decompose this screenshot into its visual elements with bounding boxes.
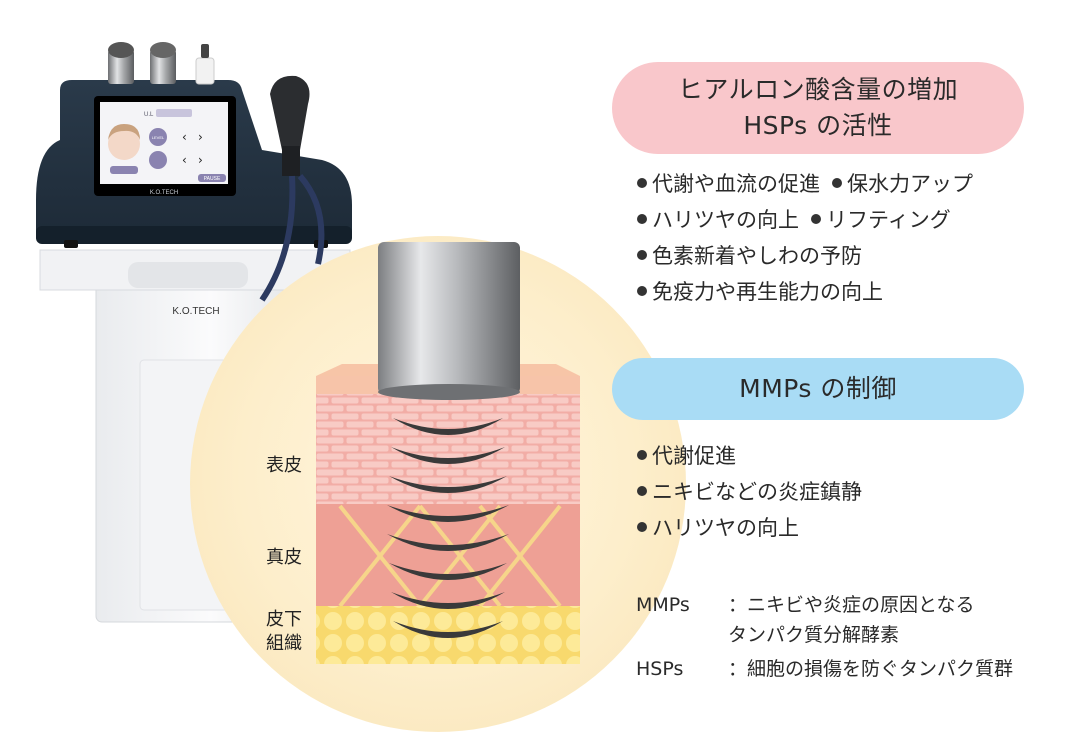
benefits-title-line1: ヒアルロン酸含量の増加 bbox=[677, 75, 959, 104]
energy-arcs bbox=[387, 418, 509, 638]
screen-arrow-right-icon: › bbox=[198, 130, 203, 144]
screen-pause-label: PAUSE bbox=[204, 176, 221, 182]
device-console: U.L LEVEL ‹ › ‹ › PAUSE K.O.TECH bbox=[36, 80, 352, 248]
screen-arrow-right-icon-2: › bbox=[198, 153, 203, 167]
mmps-title: MMPs の制御 bbox=[739, 374, 897, 403]
stand-brand-label: K.O.TECH bbox=[172, 306, 219, 317]
label-subcutaneous-line2: 組織 bbox=[266, 633, 302, 654]
rf-probe bbox=[378, 242, 520, 400]
mmps-title-pill: MMPs の制御 bbox=[612, 358, 1024, 420]
benefits-title-line2: HSPs の活性 bbox=[743, 111, 893, 140]
bullet-dot-icon bbox=[811, 214, 821, 224]
label-dermis: 真皮 bbox=[266, 547, 302, 568]
device-handpiece bbox=[259, 75, 325, 302]
bullet-dot-icon bbox=[637, 486, 647, 496]
energy-arc bbox=[387, 534, 509, 551]
bullet-dot-icon bbox=[637, 178, 647, 188]
device-probes bbox=[108, 42, 215, 85]
definition-mmps-line2: タンパク質分解酵素 bbox=[728, 624, 900, 646]
list-item: ハリツヤの向上 bbox=[637, 510, 862, 546]
definition-mmps: MMPs：ニキビや炎症の原因となる bbox=[636, 594, 975, 616]
epidermis-brick-layer bbox=[316, 394, 580, 504]
screen-arrow-left-icon: ‹ bbox=[182, 130, 187, 144]
energy-arc bbox=[391, 592, 505, 609]
bullet-dot-icon bbox=[637, 250, 647, 260]
label-epidermis: 表皮 bbox=[266, 455, 302, 476]
skin-cross-section bbox=[316, 242, 580, 664]
list-item: 代謝や血流の促進保水力アップ bbox=[637, 166, 973, 202]
list-item: 代謝促進 bbox=[637, 438, 862, 474]
list-item: 免疫力や再生能力の向上 bbox=[637, 274, 973, 310]
screen-header-label: U.L bbox=[144, 112, 154, 118]
energy-arc bbox=[391, 447, 505, 464]
bullet-dot-icon bbox=[637, 286, 647, 296]
bullet-dot-icon bbox=[637, 214, 647, 224]
list-item: ハリツヤの向上リフティング bbox=[637, 202, 973, 238]
bullet-dot-icon bbox=[637, 450, 647, 460]
dermis-fibers bbox=[338, 504, 562, 608]
definition-hsps: HSPs：細胞の損傷を防ぐタンパク質群 bbox=[636, 658, 1014, 680]
energy-arc bbox=[387, 505, 509, 522]
list-item: ニキビなどの炎症鎮静 bbox=[637, 474, 862, 510]
mmps-list: 代謝促進 ニキビなどの炎症鎮静 ハリツヤの向上 bbox=[637, 438, 862, 546]
screen-arrow-left-icon-2: ‹ bbox=[182, 153, 187, 167]
label-subcutaneous-line1: 皮下 bbox=[266, 609, 302, 630]
energy-arc bbox=[389, 476, 507, 493]
screen-level-label: LEVEL bbox=[152, 135, 165, 140]
list-item: 色素新着やしわの予防 bbox=[637, 238, 973, 274]
bullet-dot-icon bbox=[637, 522, 647, 532]
benefits-title-pill: ヒアルロン酸含量の増加 HSPs の活性 bbox=[612, 62, 1024, 154]
energy-arc bbox=[393, 621, 503, 638]
energy-arc bbox=[393, 418, 503, 435]
energy-arc bbox=[389, 563, 507, 580]
benefits-list: 代謝や血流の促進保水力アップ ハリツヤの向上リフティング 色素新着やしわの予防 … bbox=[637, 166, 973, 310]
bullet-dot-icon bbox=[832, 178, 842, 188]
screen-brand-label: K.O.TECH bbox=[150, 190, 178, 196]
